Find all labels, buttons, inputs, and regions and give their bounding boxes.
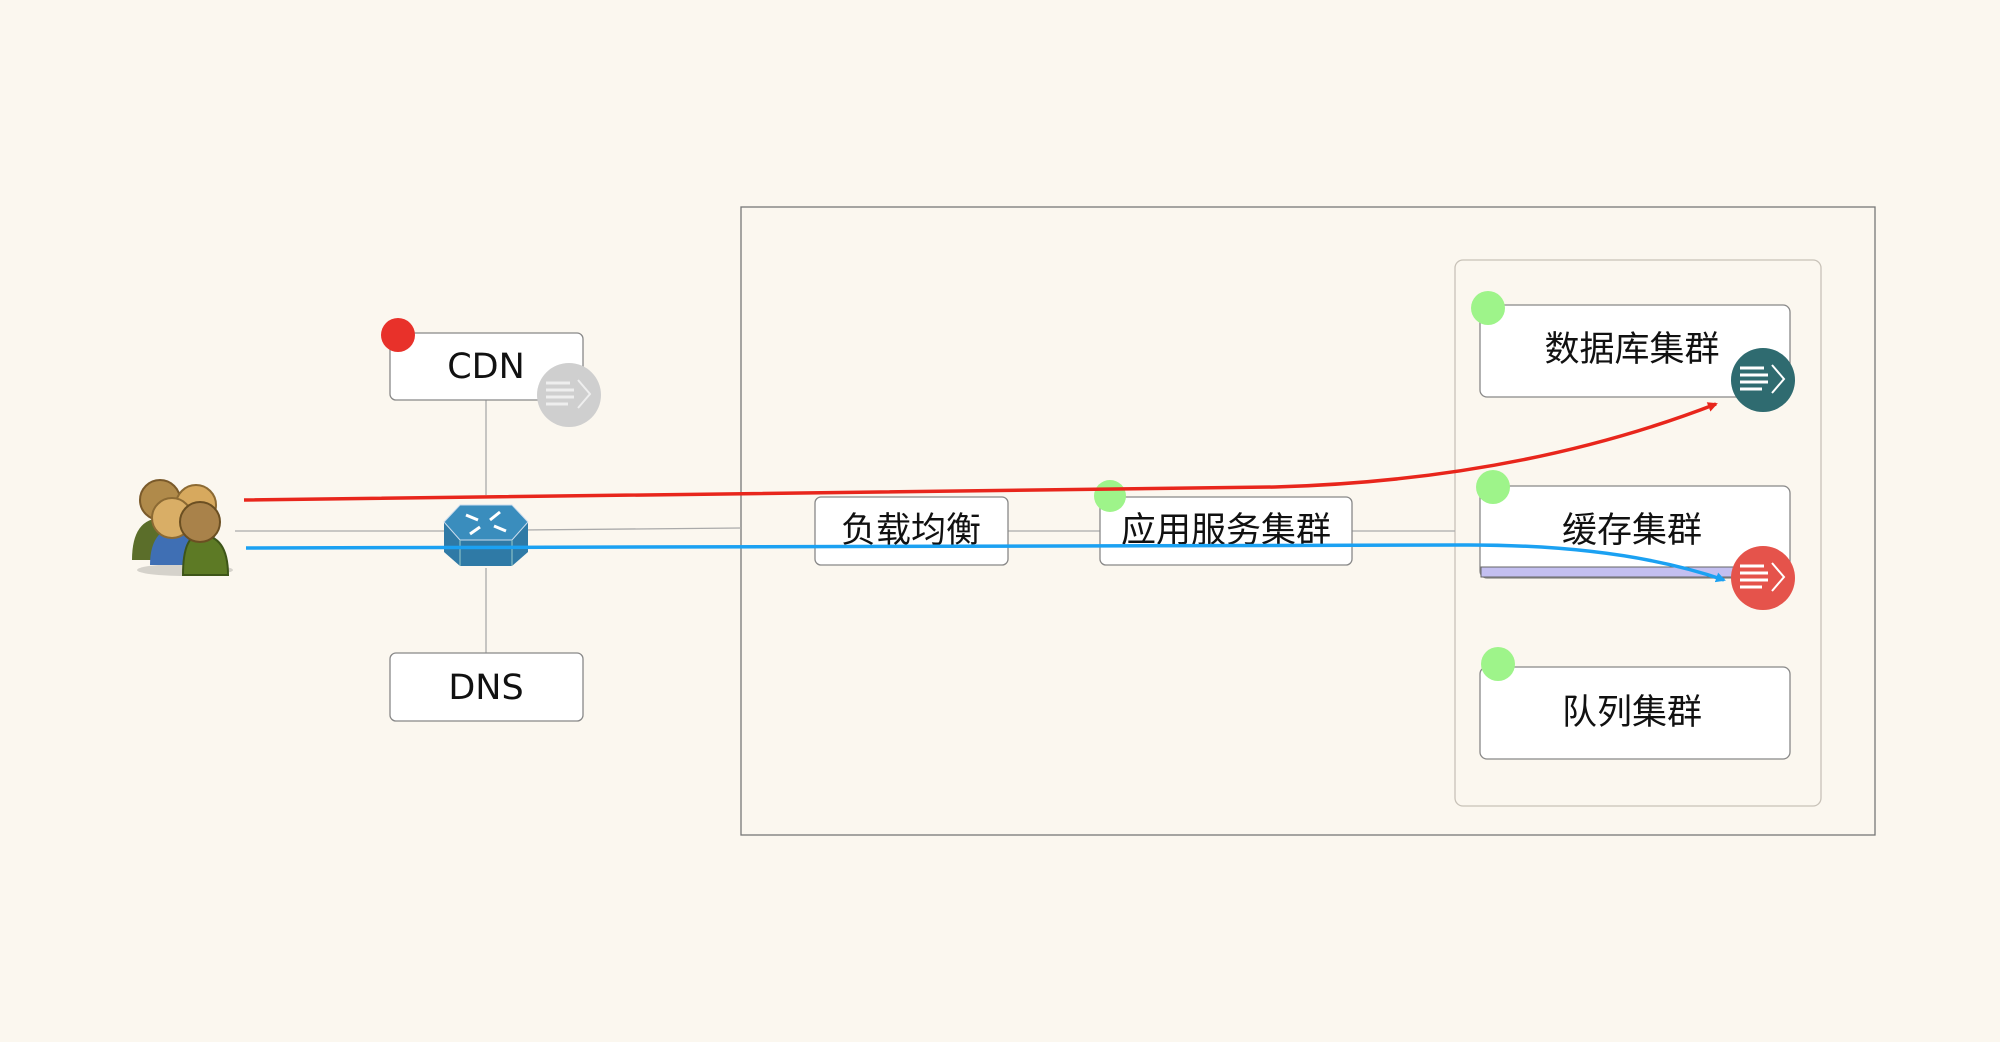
link-router-datacenter bbox=[521, 527, 742, 531]
details-badge-icon[interactable] bbox=[537, 363, 601, 427]
load-balancer-node[interactable]: 负载均衡 bbox=[814, 496, 1009, 566]
dns-label: DNS bbox=[448, 668, 523, 708]
cdn-node[interactable]: CDN bbox=[381, 318, 601, 427]
cache-cluster-node[interactable]: 缓存集群 bbox=[1476, 470, 1795, 610]
router-icon[interactable] bbox=[443, 504, 529, 566]
load-balancer-label: 负载均衡 bbox=[841, 511, 981, 551]
cdn-label: CDN bbox=[447, 347, 525, 387]
links bbox=[235, 400, 1455, 653]
db-cluster-node[interactable]: 数据库集群 bbox=[1471, 291, 1795, 412]
status-ok-indicator bbox=[1476, 470, 1510, 504]
details-badge-icon[interactable] bbox=[1731, 348, 1795, 412]
app-cluster-node[interactable]: 应用服务集群 bbox=[1094, 480, 1353, 566]
blue-flow-arrow bbox=[245, 543, 1726, 583]
users-group-icon[interactable] bbox=[132, 479, 233, 576]
status-ok-indicator bbox=[1094, 480, 1126, 512]
red-flow-arrow bbox=[243, 402, 1718, 502]
queue-cluster-label: 队列集群 bbox=[1562, 693, 1702, 733]
queue-cluster-node[interactable]: 队列集群 bbox=[1479, 647, 1791, 760]
cache-cluster-label: 缓存集群 bbox=[1562, 511, 1702, 551]
status-error-indicator bbox=[381, 318, 415, 352]
storage-group-container bbox=[1454, 259, 1822, 807]
status-ok-indicator bbox=[1481, 647, 1515, 681]
details-badge-icon[interactable] bbox=[1731, 546, 1795, 610]
datacenter-container bbox=[740, 206, 1876, 836]
dns-node[interactable]: DNS bbox=[389, 652, 584, 722]
db-cluster-label: 数据库集群 bbox=[1544, 330, 1719, 370]
status-ok-indicator bbox=[1471, 291, 1505, 325]
